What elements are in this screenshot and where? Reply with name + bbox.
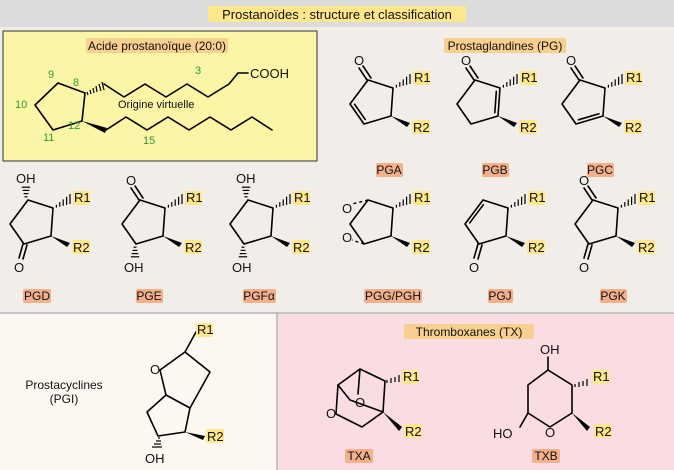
pge-r1: R1 [186,190,203,205]
carbon-15: 15 [143,135,155,147]
pgd-r2: R2 [73,240,90,255]
txa-structure: R1 R2 O O [326,368,422,439]
pga-top-o: O [354,53,364,68]
pgg-endoperoxide: OO [342,199,369,245]
pge-r2: R2 [185,240,202,255]
page-title: Prostanoïdes : structure et classificati… [222,7,452,22]
label-pga: PGA [376,163,401,177]
txb-ho: HO [493,426,513,441]
pgk-bottom-o: O [579,260,589,275]
label-pge: PGE [136,289,161,303]
pgi-r1: R1 [197,322,214,337]
pgk-top-o: O [579,173,589,188]
pgd-bottom-o: O [14,260,24,275]
label-pgg-pgh: PGG/PGH [365,289,421,303]
pgc-top-o: O [566,53,576,68]
pgc-r2: R2 [625,120,642,135]
thromboxanes-title: Thromboxanes (TX) [416,325,523,339]
pgf-bottom-oh: OH [232,260,252,275]
txb-r1: R1 [593,369,610,384]
txa-o-ring: O [326,406,336,421]
carbon-11: 11 [43,132,54,144]
pgg-r1: R1 [414,190,431,205]
label-pgc: PGC [587,163,613,177]
txb-o: O [545,425,555,440]
pgi-oh: OH [145,451,165,466]
pge-top-o: O [126,173,136,188]
pgk-r2: R2 [638,240,655,255]
carbon-12: 12 [68,120,80,132]
carbon-9: 9 [48,69,54,81]
prostanoic-acid-structure: COOH 9 8 3 10 11 12 15 Origine virtuelle [15,65,289,147]
label-pgf-alpha: PGFα [243,289,275,303]
pgd-r1: R1 [74,190,91,205]
txa-o-bridge: O [355,395,365,410]
pgg-o1: O [342,201,352,216]
label-pgd: PGD [24,289,50,303]
carbon-10: 10 [15,99,27,111]
prostacyclins-title: Prostacyclines [25,378,102,392]
pgb-r1: R1 [521,70,538,85]
pgf-top-oh: OH [236,171,256,186]
pgi-r2: R2 [207,429,224,444]
pgb-r2: R2 [520,120,537,135]
pgi-o: O [150,362,160,377]
label-pgb: PGB [482,163,507,177]
label-txa: TXA [347,449,370,463]
pgj-r1: R1 [529,190,546,205]
pga-r2: R2 [413,120,430,135]
pgd-top-oh: OH [16,171,36,186]
pgf-r1: R1 [294,190,311,205]
title-highlight [208,6,466,22]
pgc-r1: R1 [626,70,643,85]
virtual-origin-label: Origine virtuelle [118,99,194,111]
txb-structure: R1 R2 OH HO O [493,342,612,441]
txb-r2: R2 [595,424,612,439]
prostacyclins-panel [0,314,276,470]
pga-r1: R1 [414,70,431,85]
pgf-r2: R2 [293,240,310,255]
label-pgk: PGK [600,289,625,303]
label-txb: TXB [534,449,557,463]
prostaglandin-structures: R1R2OR1R2OR1R2OR1R2OHOR1R2OOHR1R2OHOHR1R… [9,53,656,275]
carbon-8: 8 [73,77,79,89]
pgk-r1: R1 [639,190,656,205]
txb-oh: OH [540,342,560,357]
pgj-bottom-o: O [469,260,479,275]
prostanoic-acid-title: Acide prostanoïque (20:0) [88,39,226,53]
pgj-r2: R2 [528,240,545,255]
pgb-top-o: O [461,53,471,68]
label-pgj: PGJ [488,289,511,303]
txa-r2: R2 [405,424,422,439]
cooh-label: COOH [250,66,289,81]
carbon-3: 3 [195,65,201,77]
prostaglandins-title: Prostaglandines (PG) [448,39,563,53]
prostacyclins-subtitle: (PGI) [50,392,79,406]
prostacyclin-structure: R1 R2 O OH [145,322,224,466]
txa-r1: R1 [403,369,420,384]
pge-bottom-oh: OH [124,260,144,275]
compound-labels: PGA PGB PGC PGD PGE PGFα PGG/PGH PGJ PGK… [23,163,627,463]
pgg-o2: O [342,230,352,245]
pgg-r2: R2 [413,240,430,255]
